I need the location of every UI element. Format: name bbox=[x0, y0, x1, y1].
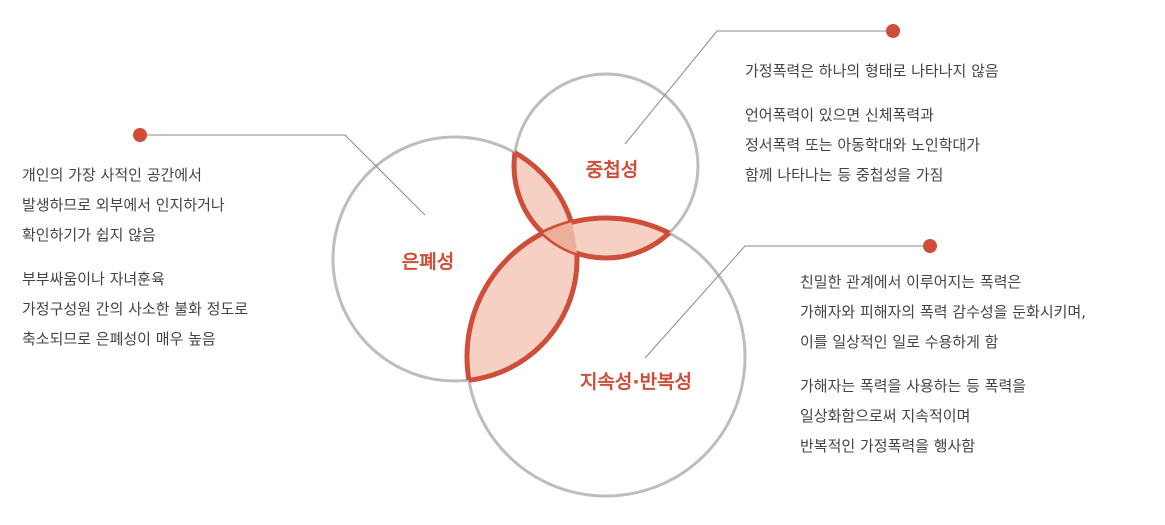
left-line: 개인의 가장 사적인 공간에서 bbox=[22, 166, 202, 184]
top-line: 정서폭력 또는 아동학대와 노인학대가 bbox=[745, 136, 981, 154]
leader-dot-top bbox=[886, 24, 900, 38]
leader-dot-right bbox=[923, 239, 937, 253]
top-line: 함께 나타나는 등 중첩성을 가짐 bbox=[745, 166, 944, 184]
right-line: 가해자는 폭력을 사용하는 등 폭력을 bbox=[800, 377, 1027, 395]
right-description: 친밀한 관계에서 이루어지는 폭력은 가해자와 피해자의 폭력 감수성을 둔화시… bbox=[800, 267, 1086, 461]
label-overlap: 중첩성 bbox=[586, 159, 638, 181]
left-line: 부부싸움이나 자녀훈육 bbox=[22, 270, 165, 288]
intersection-overlap-persistence bbox=[514, 215, 698, 258]
top-line: 언어폭력이 있으면 신체폭력과 bbox=[745, 106, 934, 124]
left-description: 개인의 가장 사적인 공간에서 발생하므로 외부에서 인지하거나 확인하기가 쉽… bbox=[22, 160, 248, 354]
label-concealment: 은폐성 bbox=[402, 251, 454, 273]
right-line: 이를 일상적인 일로 수용하게 함 bbox=[800, 333, 999, 351]
leader-line-top bbox=[624, 30, 893, 145]
right-line: 가해자와 피해자의 폭력 감수성을 둔화시키며, bbox=[800, 303, 1087, 321]
leader-line-left bbox=[140, 134, 426, 216]
top-line: 가정폭력은 하나의 형태로 나타나지 않음 bbox=[745, 62, 999, 80]
intersection-concealment-overlap bbox=[511, 137, 577, 261]
left-line: 가정구성원 간의 사소한 불화 정도로 bbox=[22, 300, 249, 318]
right-line: 일상화함으로써 지속적이며 bbox=[800, 407, 971, 425]
left-line: 확인하기가 쉽지 않음 bbox=[22, 226, 156, 244]
leader-dot-left bbox=[133, 128, 147, 142]
left-line: 축소되므로 은폐성이 매우 높음 bbox=[22, 330, 216, 348]
right-line: 친밀한 관계에서 이루어지는 폭력은 bbox=[800, 273, 1022, 291]
label-persistence: 지속성·반복성 bbox=[580, 371, 692, 393]
top-description: 가정폭력은 하나의 형태로 나타나지 않음 언어폭력이 있으면 신체폭력과 정서… bbox=[745, 56, 999, 190]
leader-line-right bbox=[644, 245, 930, 359]
intersection-concealment-persistence bbox=[464, 215, 577, 381]
left-line: 발생하므로 외부에서 인지하거나 bbox=[22, 196, 225, 214]
right-line: 반복적인 가정폭력을 행사함 bbox=[800, 437, 976, 455]
